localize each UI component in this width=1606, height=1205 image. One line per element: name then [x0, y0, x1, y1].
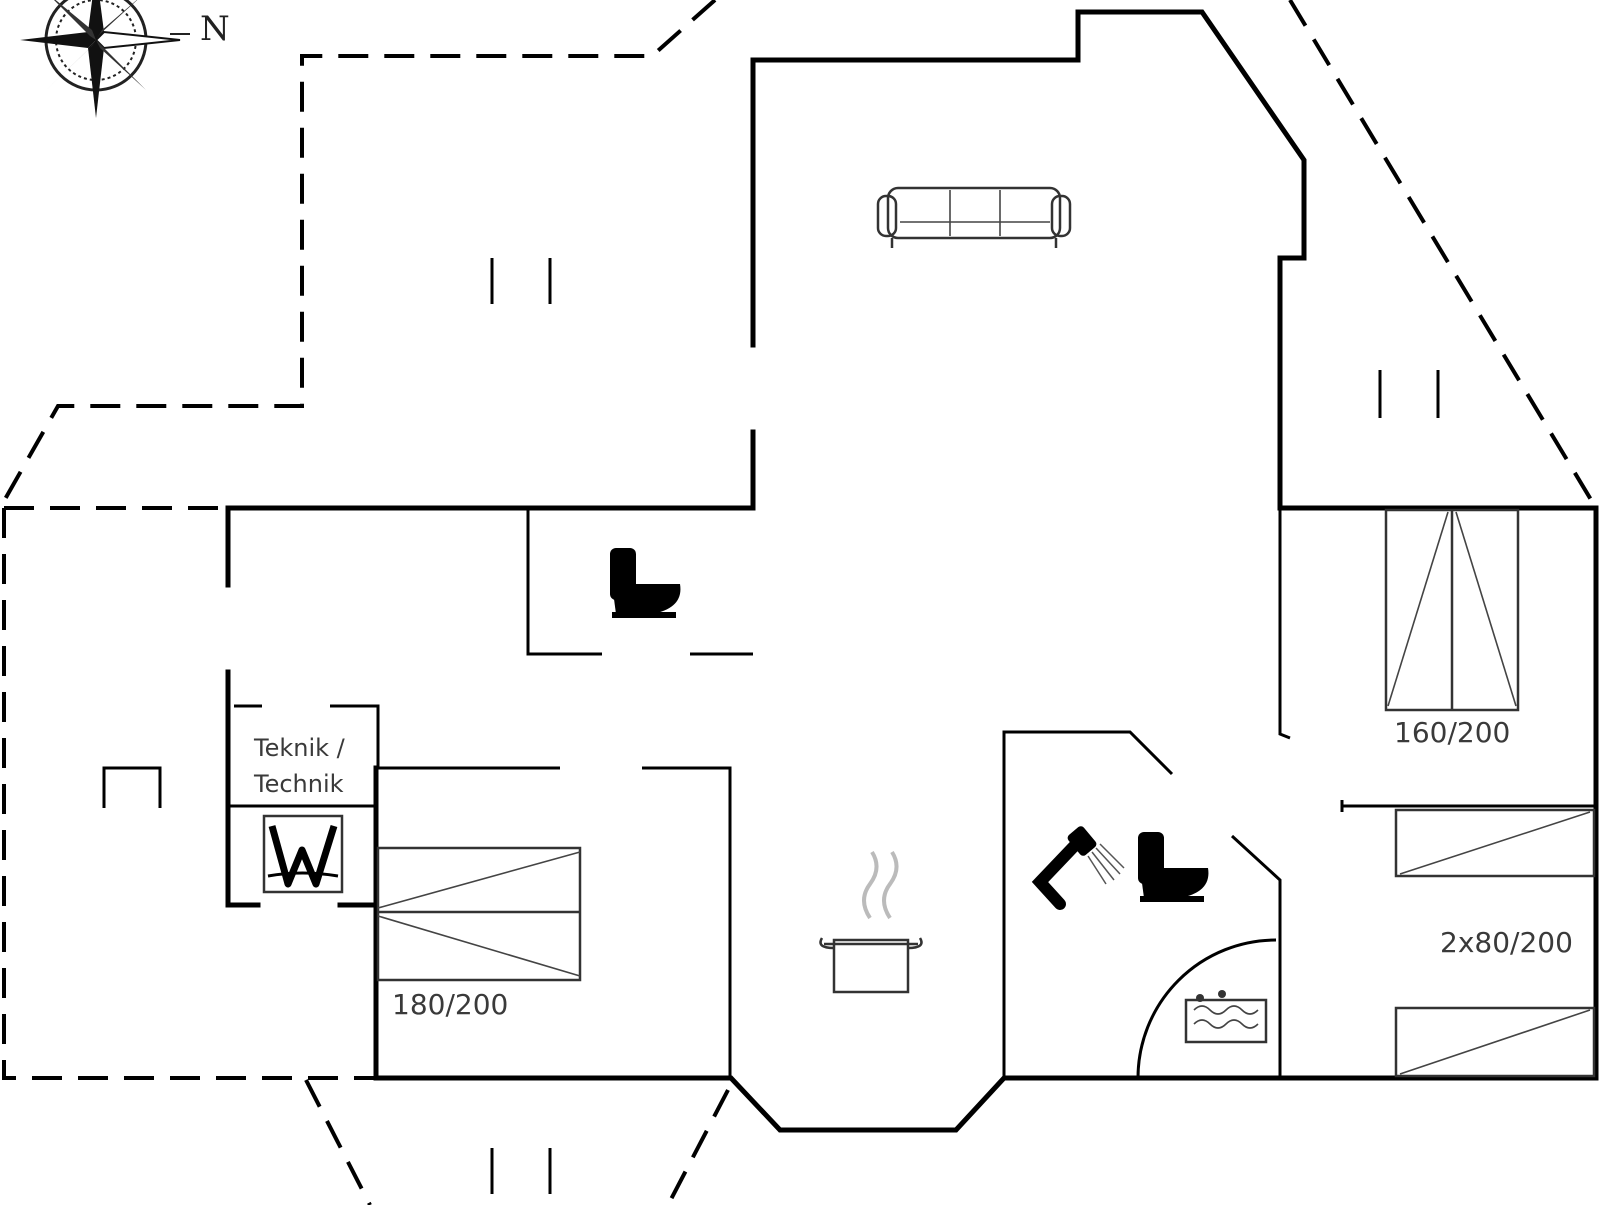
technical-room-label: Technik: [253, 770, 344, 798]
toilet-icon: [1138, 832, 1209, 902]
bed-single-top: [1394, 808, 1596, 878]
technical-room-label: Teknik /: [253, 734, 346, 762]
water-heater-icon: [262, 814, 344, 894]
compass-rose-icon: [20, 0, 190, 118]
shower-icon: [1031, 826, 1125, 910]
bed-size-label: 160/200: [1394, 716, 1510, 749]
bed-double-left: [376, 846, 582, 982]
toilet-icon: [610, 548, 681, 618]
door-swing: [1136, 938, 1277, 1079]
garden-chairs-icon: [102, 766, 162, 808]
bed-size-label: 180/200: [392, 988, 508, 1021]
bed-double-right: [1384, 508, 1520, 712]
washing-machine-icon: [1184, 990, 1268, 1044]
cooking-pot-icon: [819, 850, 923, 994]
sofa-icon: [876, 186, 1072, 248]
bed-size-label: 2x80/200: [1440, 926, 1573, 959]
garden-chairs-icon: [490, 258, 552, 304]
north-label: N: [200, 9, 230, 49]
interior-walls: [228, 508, 1596, 1078]
exterior-walls: [225, 9, 1599, 1133]
bed-single-bottom: [1394, 1006, 1596, 1078]
garden-chairs-icon: [490, 1148, 552, 1194]
garden-chairs-icon: [1378, 370, 1440, 418]
